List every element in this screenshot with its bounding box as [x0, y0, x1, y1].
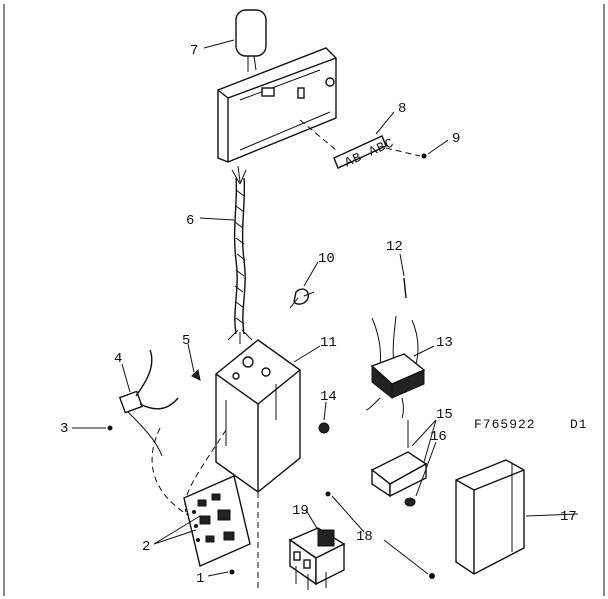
part-17-cover-panel [455, 459, 525, 575]
callout-3: 3 [60, 421, 68, 437]
part-15-relay-bracket [370, 420, 428, 498]
callout-6: 6 [186, 213, 194, 229]
part-9-screw [421, 153, 427, 159]
callout-2: 2 [142, 539, 150, 555]
leader-housing-to-strip [299, 119, 337, 151]
callout-13: 13 [436, 335, 453, 351]
callout-4: 4 [114, 351, 122, 367]
part-8-terminal-strip: AB ABC [333, 135, 397, 170]
callout-leaders [72, 39, 579, 577]
part-5-clip [191, 368, 201, 381]
callout-1: 1 [196, 571, 204, 587]
part-7-capacitor [235, 9, 267, 72]
part-6-wire-harness [227, 165, 253, 344]
routing-wire-center [184, 429, 227, 513]
callout-11: 11 [320, 335, 337, 351]
leader-strip-to-screw [385, 147, 421, 157]
sheet-number: D1 [570, 417, 588, 432]
callout-10: 10 [318, 251, 335, 267]
callout-19: 19 [292, 503, 309, 519]
callout-17: 17 [560, 509, 577, 525]
callout-16: 16 [430, 429, 447, 445]
part-18-screw-bottom [429, 573, 435, 579]
callout-18: 18 [356, 529, 373, 545]
part-2-circuit-board [183, 475, 251, 567]
part-4-switch [118, 349, 179, 457]
part-14-grommet [318, 422, 330, 434]
callout-9: 9 [452, 131, 460, 147]
routing-wire-left [151, 427, 197, 521]
callout-5: 5 [182, 333, 190, 349]
terminal-strip-markings: AB ABC [342, 135, 396, 170]
part-11-control-box [215, 339, 301, 493]
part-12-screw [403, 277, 407, 299]
part-19-relay [288, 527, 346, 590]
callout-7: 7 [190, 43, 198, 59]
part-10-wire-connector [289, 288, 315, 309]
callout-12: 12 [386, 239, 403, 255]
callout-8: 8 [398, 101, 406, 117]
callout-14: 14 [320, 389, 337, 405]
part-13-transformer [365, 315, 426, 419]
drawing-code: F765922 [474, 417, 536, 432]
part-1-screw [229, 569, 235, 575]
part-16-nut [404, 497, 416, 507]
callout-15: 15 [436, 407, 453, 423]
upper-housing [217, 47, 337, 163]
part-3-screw [107, 425, 113, 431]
part-18-screw-top [325, 491, 331, 497]
